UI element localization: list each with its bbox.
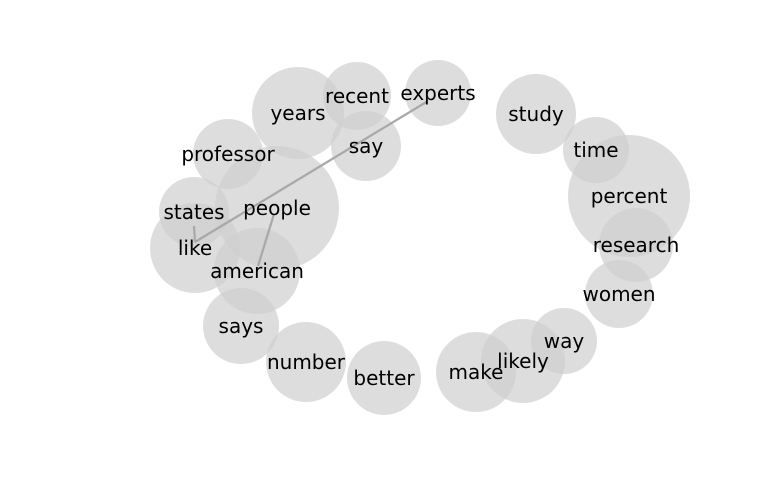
label-like: like (178, 236, 212, 260)
bubble-make (436, 332, 516, 412)
edge-like-states (192, 225, 197, 243)
bubble-study (496, 74, 576, 154)
label-likely: likely (497, 349, 549, 373)
label-make: make (449, 360, 504, 384)
bubble-women (585, 260, 653, 328)
edge-layer (192, 100, 429, 267)
label-years: years (270, 101, 325, 125)
label-experts: experts (400, 81, 475, 105)
label-way: way (544, 329, 585, 353)
bubble-better (347, 341, 421, 415)
label-says: says (219, 314, 264, 338)
label-study: study (508, 102, 564, 126)
label-recent: recent (325, 84, 389, 108)
label-research: research (593, 233, 680, 257)
label-say: say (349, 134, 384, 158)
label-percent: percent (591, 184, 668, 208)
label-number: number (267, 350, 346, 374)
label-professor: professor (181, 142, 275, 166)
label-time: time (573, 138, 618, 162)
edge-like-experts (194, 100, 429, 243)
bubble-number (266, 322, 346, 402)
bubble-layer (150, 60, 690, 415)
label-states: states (163, 200, 224, 224)
label-women: women (582, 282, 655, 306)
label-american: american (210, 259, 304, 283)
bubble-says (203, 288, 279, 364)
label-better: better (353, 366, 415, 390)
label-people: people (243, 196, 311, 220)
bubble-experts (405, 60, 471, 126)
edge-people-american (256, 213, 276, 267)
bubble-years (252, 67, 344, 159)
